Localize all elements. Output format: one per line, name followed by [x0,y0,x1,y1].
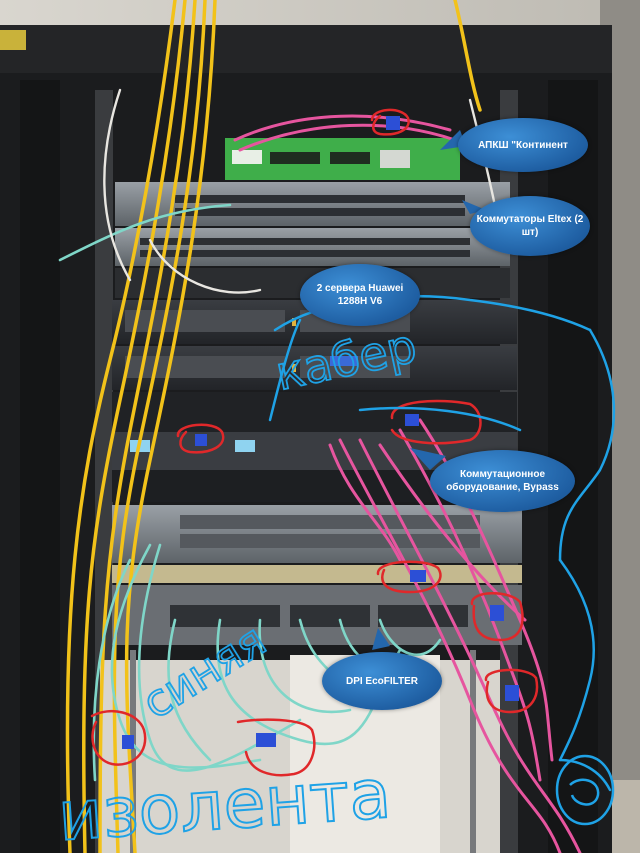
callout-huawei-servers: 2 сервера Huawei 1288H V6 [300,264,420,326]
rack-left-post [20,80,60,853]
callout-bypass: Коммутационное оборудование, Bypass [430,450,575,512]
eltex-switch-1 [115,182,510,226]
red-circle-annotations [90,108,539,777]
fiber-cables [58,0,582,853]
callout-apksh-continent: АПКШ "Континент [458,118,588,172]
rack-label-sticker [0,30,26,50]
callout-eltex-switches: Коммутаторы Eltex (2 шт) [470,196,590,256]
callout-dpi-ecofilter: DPI EcoFILTER [322,652,442,710]
label-strip [112,565,522,583]
eltex-switch-2 [115,228,510,266]
handwriting-circle [555,754,615,826]
rack-top [0,25,612,73]
blue-tape-markers [122,116,519,749]
